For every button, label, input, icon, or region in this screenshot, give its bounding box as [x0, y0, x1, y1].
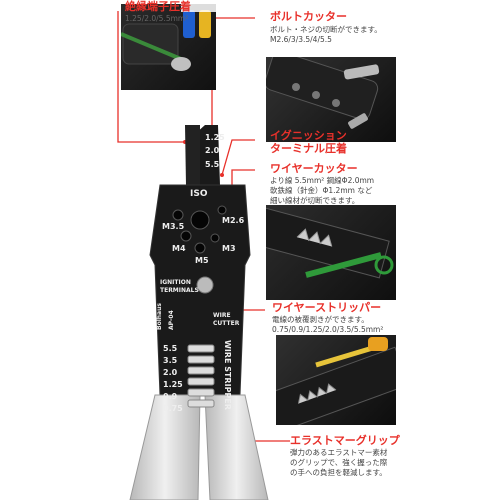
bolt-cutter-photo-art — [266, 57, 380, 129]
wire-cutter-photo — [266, 205, 396, 300]
wire-cutter-label-2: CUTTER — [213, 320, 240, 327]
wire-cutter-desc: より線 5.5mm² 鋼線Φ2.0mm 軟鉄線（針金）Φ1.2mm など 細い線… — [270, 176, 375, 205]
crimp-photo — [121, 4, 216, 90]
crimp-photo-art — [121, 4, 216, 71]
wire-stripper-desc: 電線の被覆剥きができます。 0.75/0.9/1.25/2.0/3.5/5.5m… — [272, 315, 384, 334]
bolt-cutter-title: ボルトカッター — [270, 10, 347, 23]
crimp-size-1: 1.25 — [205, 133, 225, 142]
brand-label: Bolhaus — [156, 303, 163, 330]
crimp-size-3: 5.5 — [205, 160, 220, 169]
model-label: AP-04 — [168, 310, 175, 330]
bolt-hole-m5: M5 — [195, 256, 209, 265]
grip-title: エラストマーグリップ — [290, 434, 400, 447]
ignition-label-2: TERMINALS — [160, 287, 199, 294]
crimp-size-2: 2.0 — [205, 146, 220, 155]
strip-size-2: 3.5 — [163, 356, 178, 365]
ignition-label-1: IGNITION — [160, 279, 191, 286]
ignition-title-2: ターミナル圧着 — [270, 142, 347, 155]
wire-stripper-photo — [276, 335, 396, 425]
grip-desc: 弾力のあるエラストマー素材 のグリップで、強く握った際 の手への負担を軽減します… — [290, 448, 388, 477]
strip-size-1: 5.5 — [163, 344, 178, 353]
wire-stripper-label: WIRE STRIPPER — [223, 340, 232, 410]
strip-size-4: 1.25 — [163, 380, 183, 389]
strip-size-5: 0.9 — [163, 392, 178, 401]
iso-label: ISO — [190, 189, 208, 199]
bolt-cutter-photo — [266, 57, 396, 142]
bolt-hole-m4: M4 — [172, 244, 186, 253]
strip-size-3: 2.0 — [163, 368, 178, 377]
wire-stripper-photo-art — [276, 337, 396, 425]
strip-size-6: 0.75 — [163, 404, 183, 413]
ignition-title-1: イグニッション — [270, 129, 347, 142]
insulated-terminal-desc: 1.25/2.0/5.5mm² — [125, 14, 189, 23]
bolt-hole-m35: M3.5 — [162, 222, 185, 231]
insulated-terminal-title: 絶縁端子圧着 — [125, 0, 191, 13]
bolt-hole-m26: M2.6 — [222, 216, 245, 225]
bolt-hole-m3: M3 — [222, 244, 236, 253]
bolt-cutter-desc: ボルト・ネジの切断ができます。 M2.6/3/3.5/4/5.5 — [270, 25, 382, 44]
wire-cutter-title: ワイヤーカッター — [270, 162, 358, 175]
wire-cutter-label-1: WIRE — [213, 312, 231, 319]
wire-cutter-photo-art — [266, 206, 394, 279]
wire-stripper-title: ワイヤーストリッパー — [272, 301, 382, 314]
